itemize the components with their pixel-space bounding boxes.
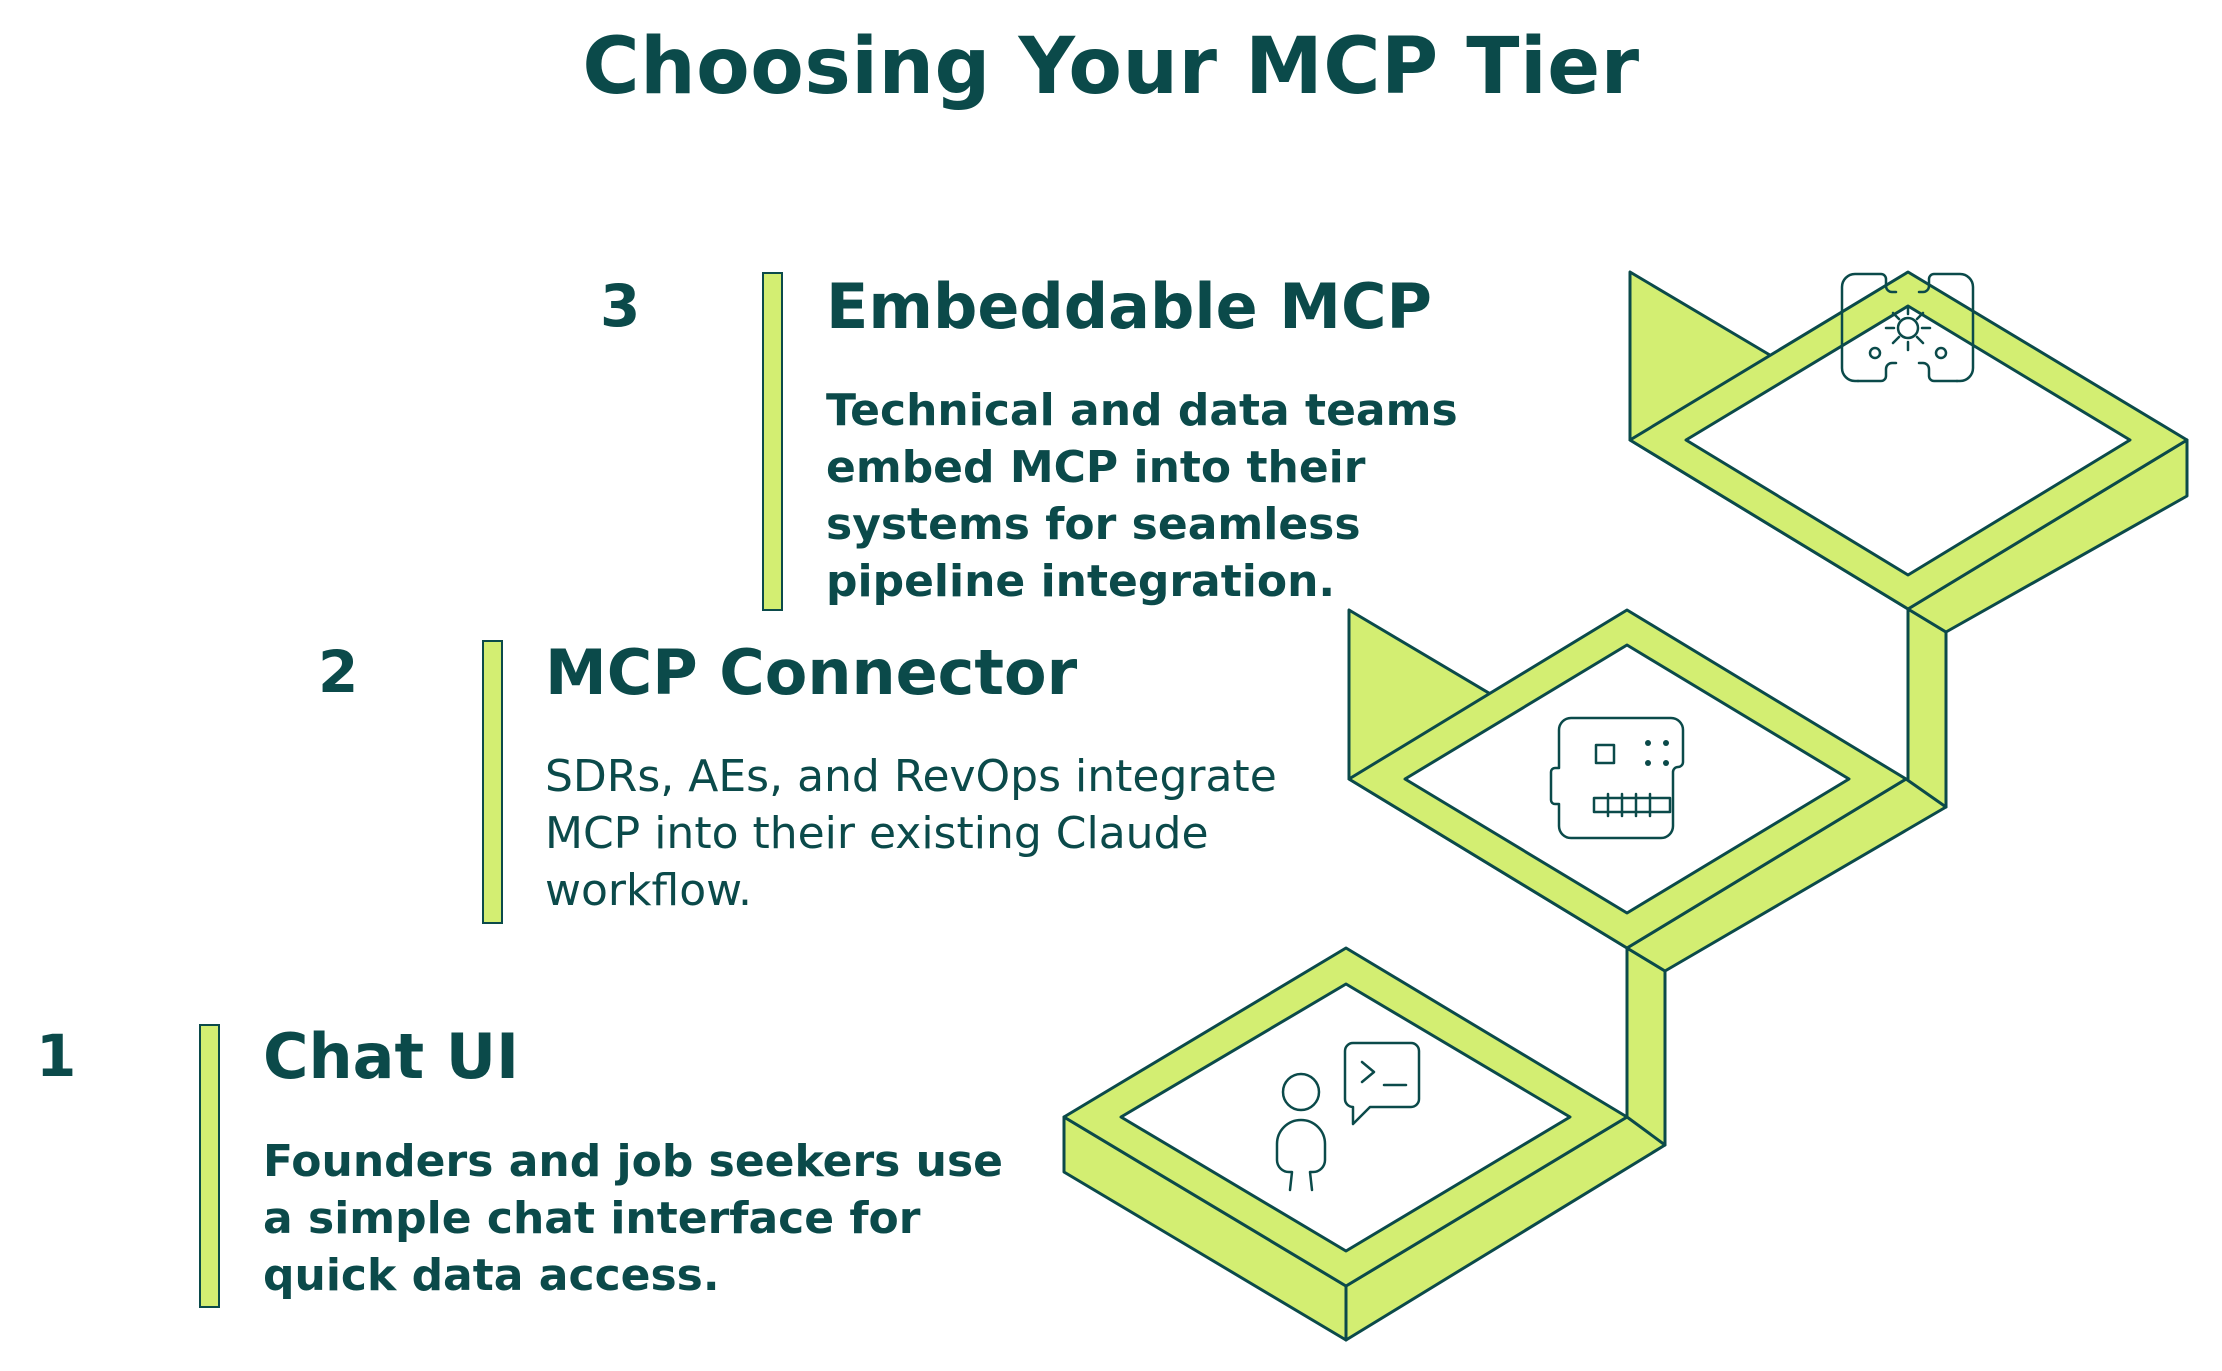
tier-3-accent-bar [762, 272, 783, 611]
tier-1-accent-bar [199, 1024, 220, 1308]
person-chat-icon [1275, 1041, 1421, 1192]
step-2-block [1347, 608, 1948, 1147]
tier-2-accent-bar [482, 640, 503, 924]
circuit-board-icon [1549, 716, 1685, 840]
tier-3-description: Technical and data teams embed MCP into … [826, 385, 1458, 607]
tier-1-number: 1 [36, 1022, 77, 1090]
tier-2-title: MCP Connector [545, 636, 1078, 709]
step-3-block [1628, 270, 2189, 809]
tier-1-title: Chat UI [263, 1020, 520, 1093]
embedded-gear-icon [1840, 272, 1975, 383]
page-title: Choosing Your MCP Tier [582, 22, 1640, 112]
step-1-block [1062, 946, 1667, 1342]
tier-1-description: Founders and job seekers use a simple ch… [263, 1136, 1004, 1301]
tier-3-title: Embeddable MCP [826, 270, 1432, 343]
tier-2-number: 2 [318, 638, 359, 706]
tier-3-number: 3 [600, 272, 641, 340]
tier-2-description: SDRs, AEs, and RevOps integrate MCP into… [545, 751, 1277, 916]
